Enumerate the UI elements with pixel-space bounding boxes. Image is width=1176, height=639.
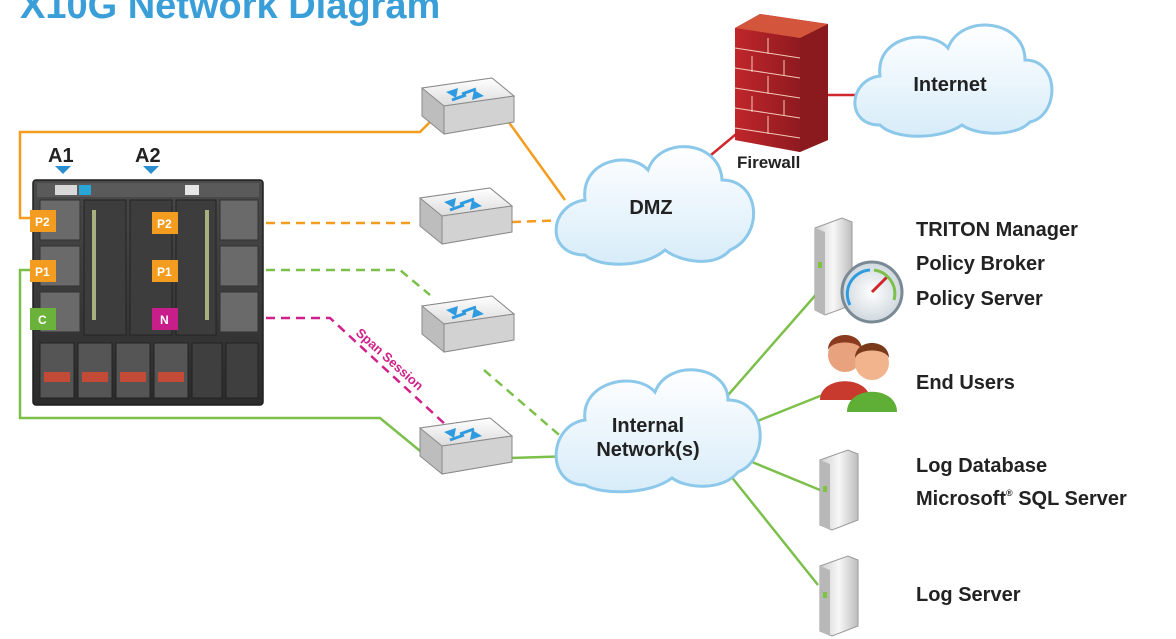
sql-server-label: SQL Server <box>1013 488 1127 510</box>
port-a1-p1-label: P1 <box>35 265 50 279</box>
firewall-icon: Firewall <box>734 14 828 172</box>
span-session-label: Span Session <box>353 325 426 393</box>
internal-network-label-line2: Network(s) <box>596 439 699 461</box>
chassis-top-panel <box>37 183 259 197</box>
link-a1p1-switch4 <box>18 268 426 456</box>
link-a1p2-top-switch <box>18 111 441 220</box>
log-database-server-icon <box>819 449 859 531</box>
log-server-label: Log Server <box>916 584 1021 606</box>
chassis-bays-right <box>175 199 259 336</box>
chassis-port-block <box>55 185 77 195</box>
microsoft-label: Microsoft <box>916 488 1006 510</box>
slot-label-a1: A1 <box>48 145 74 167</box>
log-server-icon <box>819 555 859 637</box>
policy-server-label: Policy Server <box>916 288 1043 310</box>
internal-network-label-line1: Internal <box>612 415 684 437</box>
switch-bottom <box>418 417 514 475</box>
cloud-internal-network: Internal Network(s) <box>554 368 762 494</box>
link-internal-logserver <box>729 474 819 586</box>
registered-mark: ® <box>1006 488 1013 498</box>
slot-arrow-a1-icon <box>55 166 71 174</box>
link-switch3-internal <box>483 369 566 441</box>
switch-upper-mid <box>418 187 514 245</box>
port-a1-c <box>30 308 56 330</box>
policy-broker-label: Policy Broker <box>916 253 1045 275</box>
microsoft-sql-server-label: Microsoft® SQL Server <box>916 488 1127 510</box>
port-a2-p2 <box>152 212 178 234</box>
end-users-label: End Users <box>916 372 1015 394</box>
dmz-label: DMZ <box>629 197 672 219</box>
log-database-label: Log Database <box>916 455 1047 477</box>
triton-server-icon <box>814 217 904 324</box>
switch-arrows-icon <box>446 305 484 320</box>
port-a1-p2-label: P2 <box>35 215 50 229</box>
blade-chassis: A1 A2 P2 P1 C P2 P1 N <box>30 145 264 406</box>
port-a1-p2 <box>30 210 56 232</box>
chassis-bays-left <box>39 199 81 333</box>
switch-arrows-icon <box>444 197 482 212</box>
port-a2-p1-label: P1 <box>157 265 172 279</box>
cloud-dmz: DMZ <box>554 145 755 266</box>
link-top-switch-dmz <box>498 109 567 201</box>
port-a2-p2-label: P2 <box>157 217 172 231</box>
triton-manager-label: TRITON Manager <box>916 219 1078 241</box>
port-a2-p1 <box>152 260 178 282</box>
port-a2-n-label: N <box>160 313 169 327</box>
switch-top <box>420 77 516 135</box>
link-internal-triton <box>714 289 821 411</box>
chassis-indicator <box>79 185 91 195</box>
slot-label-a2: A2 <box>135 145 161 167</box>
port-a1-c-label: C <box>38 313 47 327</box>
slot-arrow-a2-icon <box>143 166 159 174</box>
port-a1-p1 <box>30 260 56 282</box>
chassis-power-supplies <box>39 342 259 399</box>
cloud-internet: Internet <box>853 23 1054 138</box>
switch-lower-mid <box>420 295 516 353</box>
firewall-label: Firewall <box>737 153 800 172</box>
switch-arrows-icon <box>446 87 484 102</box>
page-title: X10G Network Diagram <box>20 0 440 27</box>
switch-arrows-icon <box>444 427 482 442</box>
end-users-icon <box>820 335 897 412</box>
port-a2-n <box>152 308 178 330</box>
internet-label: Internet <box>913 74 987 96</box>
chassis-vent <box>185 185 199 195</box>
